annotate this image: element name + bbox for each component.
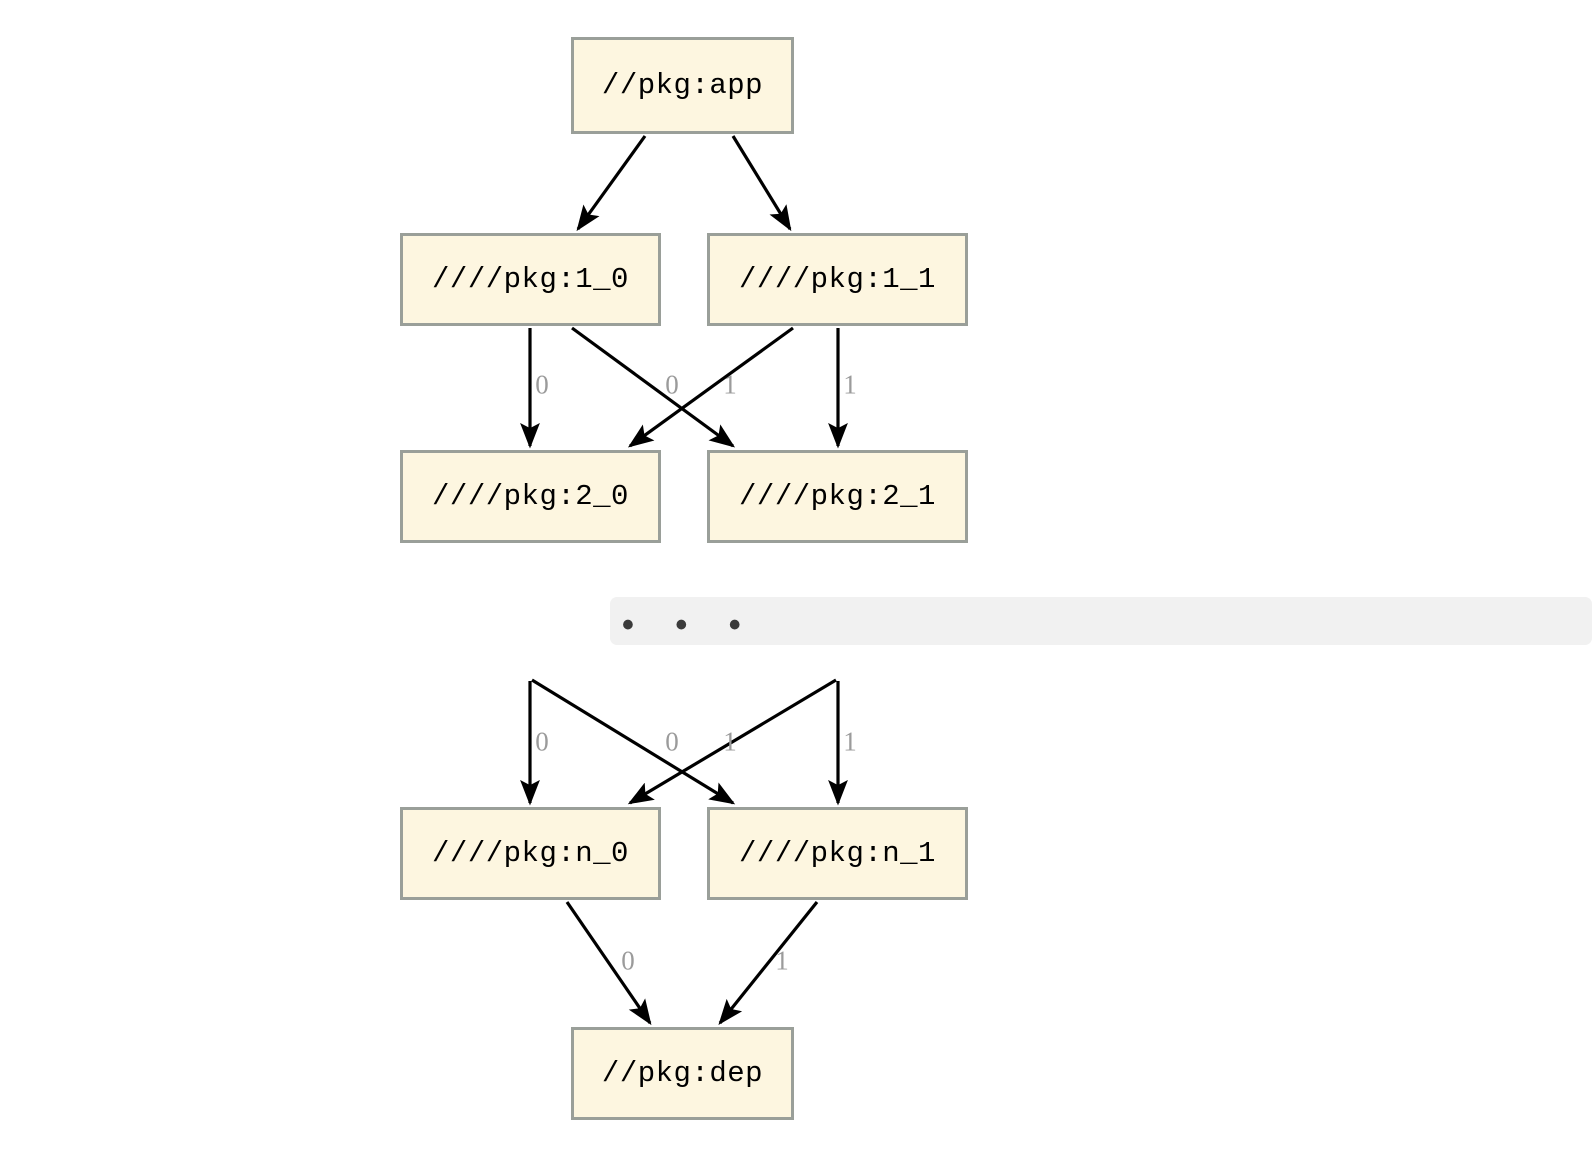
node-n2_0[interactable]: ////pkg:2_0 — [400, 450, 661, 543]
node-label: ////pkg:2_1 — [739, 480, 936, 513]
edge-n1_0-to-n2_1 — [571, 326, 736, 448]
edge-label: 0 — [665, 369, 679, 400]
node-label: ////pkg:2_0 — [432, 480, 629, 513]
node-nn_0[interactable]: ////pkg:n_0 — [400, 807, 661, 900]
node-dep[interactable]: //pkg:dep — [571, 1027, 794, 1120]
edge-src-to-nn_1 — [531, 678, 736, 805]
edge-label: 1 — [843, 369, 857, 400]
edge-src-to-nn_0 — [627, 678, 837, 805]
node-n1_0[interactable]: ////pkg:1_0 — [400, 233, 661, 326]
node-label: ////pkg:1_1 — [739, 263, 936, 296]
edge-label: 1 — [723, 726, 737, 757]
edge-nn_1-to-dep — [718, 900, 819, 1025]
edge-label: 1 — [775, 945, 789, 976]
edge-app-to-n1_1 — [731, 135, 792, 232]
edge-label: 0 — [535, 369, 549, 400]
ellipsis-dots: • • • — [622, 605, 757, 644]
edge-paths — [520, 135, 848, 1026]
node-label: //pkg:dep — [601, 1057, 764, 1090]
node-n1_1[interactable]: ////pkg:1_1 — [707, 233, 968, 326]
edge-label: 0 — [621, 945, 635, 976]
node-label: ////pkg:n_0 — [432, 837, 629, 870]
node-label: ////pkg:1_0 — [432, 263, 629, 296]
edge-label: 1 — [843, 726, 857, 757]
edge-label: 0 — [535, 726, 549, 757]
ellipsis-separator: • • • — [610, 597, 1592, 645]
edge-nn_0-to-dep — [565, 901, 652, 1026]
edge-app-to-n1_0 — [576, 135, 647, 232]
node-app[interactable]: //pkg:app — [571, 37, 794, 134]
edge-n1_1-to-n2_0 — [627, 326, 794, 448]
node-nn_1[interactable]: ////pkg:n_1 — [707, 807, 968, 900]
node-label: ////pkg:n_1 — [739, 837, 936, 870]
edge-label: 1 — [723, 369, 737, 400]
edge-label: 0 — [665, 726, 679, 757]
node-label: //pkg:app — [601, 69, 764, 102]
node-n2_1[interactable]: ////pkg:2_1 — [707, 450, 968, 543]
